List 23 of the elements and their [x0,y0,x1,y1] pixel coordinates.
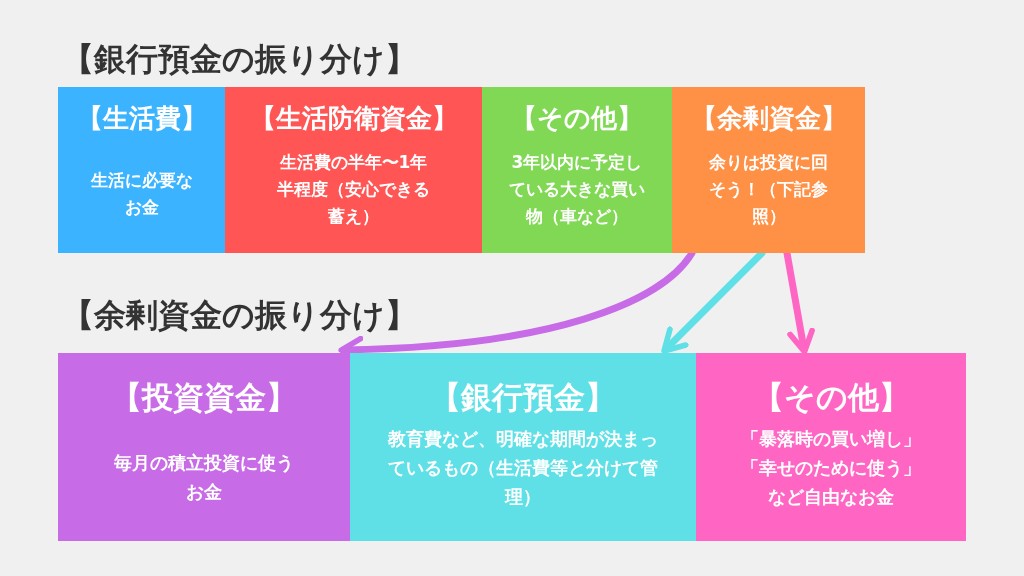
category-description: 生活に必要なお金 [90,169,193,220]
category-box [482,87,672,253]
category-box [350,353,696,541]
category-box [58,87,225,253]
category-heading: 【余剰資金】 [689,102,848,135]
category-description: 教育費など、明確な期間が決まっているもの（生活費等と分けて管理） [386,427,659,509]
category-heading: 【その他】 [751,378,911,417]
category-heading: 【銀行預金】 [429,378,617,417]
section-heading: 【余剰資金の振り分け】 [62,295,417,336]
category-box [225,87,482,253]
category-box [58,353,350,541]
category-description: 生活費の半年〜1年半程度（安心できる蓄え） [276,151,431,229]
category-heading: 【投資資金】 [110,378,298,417]
category-description: 「暴落時の買い増し」「幸せのために使う」など自由なお金 [740,427,922,509]
category-description: 毎月の積立投資に使うお金 [114,451,294,504]
category-box [672,87,865,253]
category-description: 3年以内に予定している大きな買い物（車など） [509,151,645,229]
category-heading: 【生活費】 [75,102,208,135]
category-heading: 【その他】 [510,102,644,135]
category-description: 余りは投資に回そう！（下記参照） [708,151,829,229]
section-heading: 【銀行預金の振り分け】 [62,39,417,80]
category-heading: 【生活防衛資金】 [248,102,459,135]
category-box [696,353,966,541]
